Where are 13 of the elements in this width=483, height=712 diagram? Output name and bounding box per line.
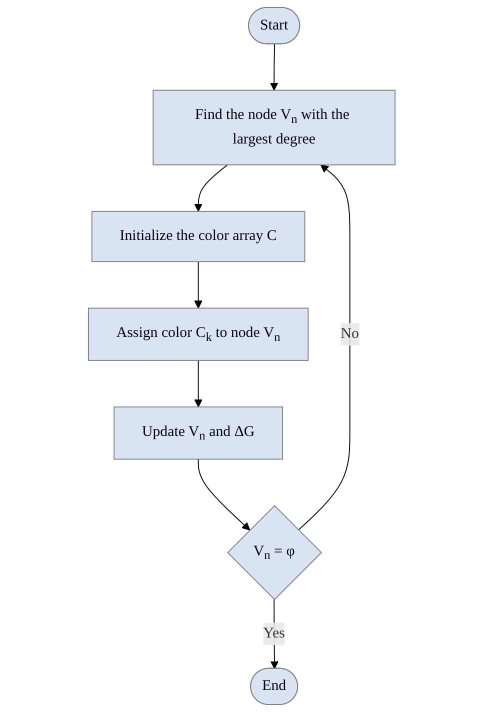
edge-label: Yes — [263, 625, 285, 642]
arrow — [198, 458, 250, 530]
node-box: Initialize the color array C — [91, 210, 305, 262]
arrow — [194, 164, 228, 212]
arrow — [194, 261, 202, 309]
edge-label: No — [340, 326, 359, 342]
node-box: Assign color C$_{k}$ to node V$_{n}$ — [88, 308, 308, 361]
arrow — [270, 44, 278, 91]
arrow — [298, 164, 350, 531]
node-box: Update V$_{n}$ and ΔG — [113, 406, 283, 460]
arrow — [194, 360, 202, 408]
node-diamond: V$_{n}$ = φ — [226, 505, 322, 600]
node-box: Find the node V$_{n}$ with the largest degree — [152, 90, 396, 166]
